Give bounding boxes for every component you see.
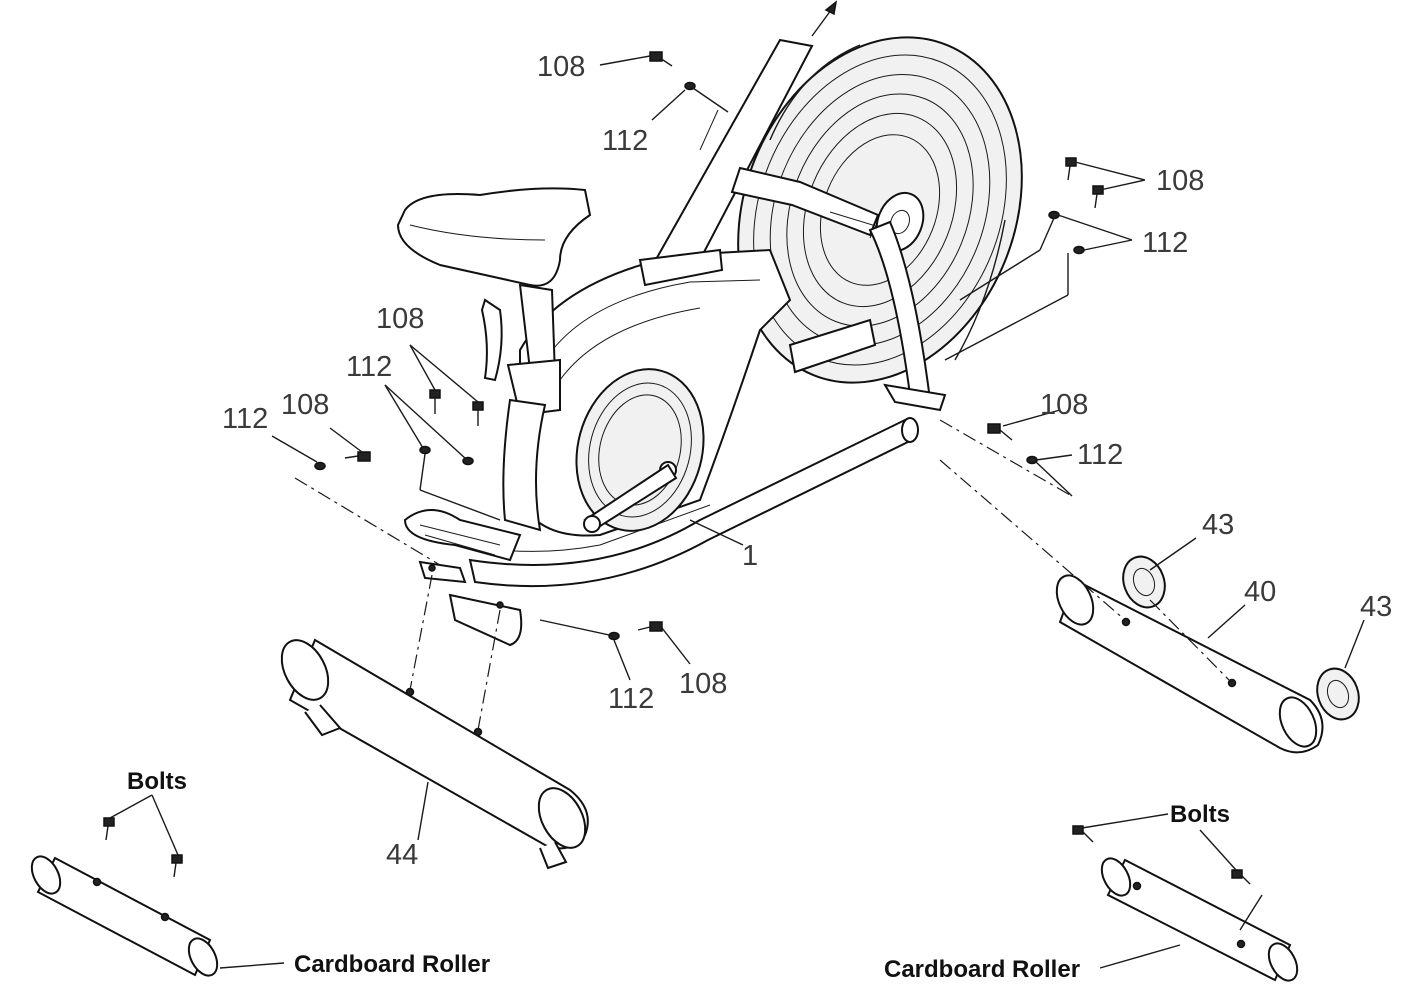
label-cardboard-roller-left: Cardboard Roller xyxy=(294,951,490,978)
rear-stabilizer xyxy=(280,638,589,870)
cardboard-roller-right xyxy=(1100,857,1299,982)
label-bolts-right: Bolts xyxy=(1170,801,1230,828)
label-1-main-frame: 1 xyxy=(742,540,758,572)
label-108-seat: 108 xyxy=(376,303,424,335)
label-112-right-mid: 112 xyxy=(1077,439,1123,471)
label-bolts-left: Bolts xyxy=(127,768,187,795)
label-112-top: 112 xyxy=(602,125,648,157)
label-112-right-fan: 112 xyxy=(1142,227,1188,259)
seat-support xyxy=(502,248,724,532)
label-40-front-stabilizer: 40 xyxy=(1244,576,1276,608)
label-112-seat: 112 xyxy=(346,351,392,383)
label-108-left: 108 xyxy=(281,389,329,421)
assembly-guide-lines xyxy=(294,419,1233,731)
label-108-bottom: 108 xyxy=(679,668,727,700)
label-44-rear-stabilizer: 44 xyxy=(386,839,418,871)
label-cardboard-roller-right: Cardboard Roller xyxy=(884,956,1080,983)
label-108-right-mid: 108 xyxy=(1040,389,1088,421)
label-112-bottom: 112 xyxy=(608,683,654,715)
label-43-wheel-right: 43 xyxy=(1360,591,1392,623)
label-112-left: 112 xyxy=(222,403,268,435)
foot-peg xyxy=(403,509,523,647)
frame-body xyxy=(519,166,947,537)
label-108-top: 108 xyxy=(537,51,585,83)
part-labels: 108 112 108 112 108 112 112 108 108 112 … xyxy=(127,51,1392,983)
label-43-wheel-left: 43 xyxy=(1202,509,1234,541)
cardboard-roller-left xyxy=(30,855,219,977)
front-stabilizer xyxy=(1055,555,1360,754)
label-108-right-fan: 108 xyxy=(1156,165,1204,197)
leader-lines xyxy=(109,55,1365,969)
top-arrow-icon xyxy=(811,0,838,37)
fasteners xyxy=(103,51,1251,885)
